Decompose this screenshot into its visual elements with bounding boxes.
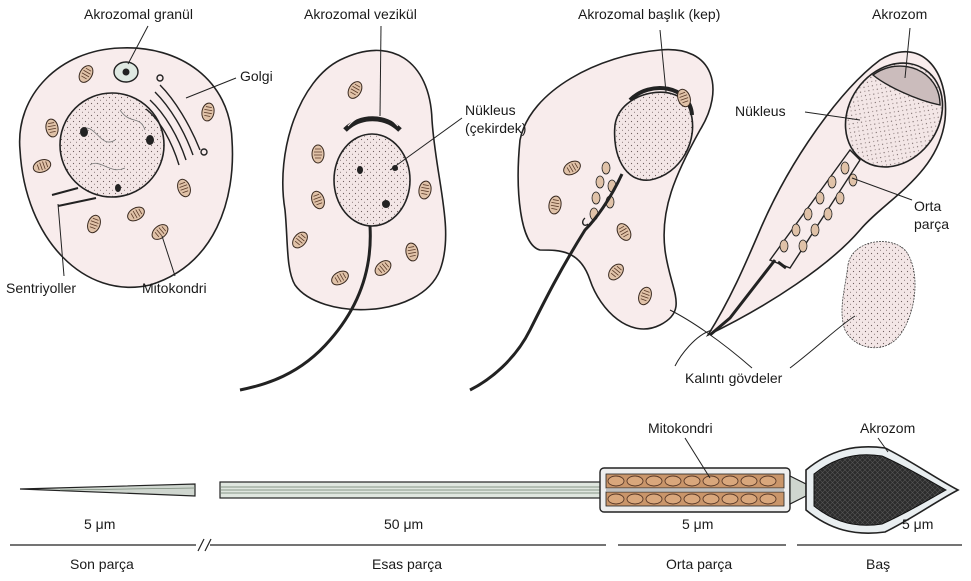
segment-orta: Orta parça [666, 556, 732, 572]
label-golgi: Golgi [240, 68, 273, 84]
measure-son: 5 μm [84, 516, 115, 532]
scale-axis [10, 539, 962, 551]
nucleus-2 [334, 134, 410, 226]
head-nucleus [814, 455, 946, 526]
label-orta: Orta [914, 198, 941, 214]
label-akrozom-top: Akrozom [872, 6, 927, 22]
spermatozoon-cell-4 [708, 44, 962, 335]
measure-orta: 5 μm [682, 516, 713, 532]
end-piece [20, 484, 195, 496]
label-sentriyoller: Sentriyoller [6, 280, 76, 296]
spermatid-cell-3 [470, 50, 713, 390]
label-cekirdek: (çekirdek) [465, 120, 526, 136]
mature-spermatozoon [20, 447, 958, 533]
segment-bas: Baş [866, 556, 890, 572]
measure-bas: 5 μm [902, 516, 933, 532]
label-akrozomal-baslik: Akrozomal başlık (kep) [578, 6, 720, 22]
measure-esas: 50 μm [384, 516, 423, 532]
label-nukleus-2: Nükleus [735, 103, 786, 119]
label-akrozom-bottom: Akrozom [860, 420, 915, 436]
label-akrozomal-vezikul: Akrozomal vezikül [304, 6, 417, 22]
label-mitokondri-top: Mitokondri [142, 280, 207, 296]
label-nukleus-1: Nükleus [465, 102, 516, 118]
label-kalinti: Kalıntı gövdeler [685, 370, 782, 386]
spermatid-cell-1 [20, 48, 233, 287]
label-parca: parça [914, 216, 949, 232]
nucleus-1 [60, 93, 164, 197]
segment-son: Son parça [70, 556, 134, 572]
label-mitokondri-bottom: Mitokondri [648, 420, 713, 436]
residual-body [842, 242, 915, 348]
spermatid-cell-2 [240, 50, 446, 390]
label-akrozomal-granul: Akrozomal granül [84, 6, 193, 22]
segment-esas: Esas parça [372, 556, 442, 572]
